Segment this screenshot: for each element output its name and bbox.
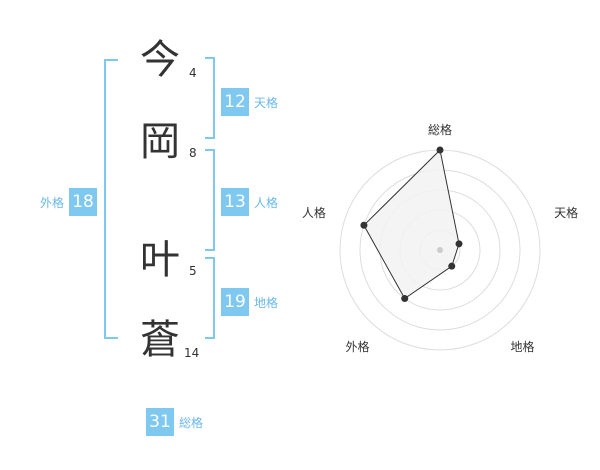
chikaku-bracket	[205, 257, 215, 339]
soukaku-badge: 31 総格	[146, 408, 203, 436]
chikaku-value: 19	[221, 288, 249, 316]
radar-axis-label-1: 総格	[428, 122, 452, 137]
gaikaku-bracket	[104, 59, 118, 339]
tenkaku-value: 12	[221, 88, 249, 116]
tenkaku-bracket	[205, 57, 215, 139]
radar-axis-label-2: 天格	[554, 205, 578, 220]
tenkaku-label: 天格	[254, 95, 279, 110]
radar-axis-label-3: 地格	[511, 339, 535, 354]
tenkaku-badge: 12 天格	[221, 88, 278, 116]
soukaku-value: 31	[146, 408, 174, 436]
chikaku-badge: 19 地格	[221, 288, 278, 316]
name-char-2: 岡	[140, 119, 180, 165]
jinkaku-badge: 13 人格	[221, 188, 278, 216]
radar-axis-label-4: 外格	[345, 339, 369, 354]
stroke-count-2: 8	[189, 146, 197, 160]
radar-point-1	[436, 146, 444, 154]
stroke-count-1: 4	[189, 66, 197, 80]
stroke-count-3: 5	[189, 264, 197, 278]
name-char-1: 今	[140, 37, 180, 83]
gaikaku-badge: 外格 18	[40, 188, 98, 216]
name-char-4: 蒼	[140, 317, 180, 363]
stroke-count-4: 14	[184, 346, 200, 360]
radar-point-4	[401, 295, 409, 303]
radar-axis-label-5: 人格	[302, 205, 326, 220]
radar-area	[363, 148, 460, 300]
soukaku-label: 総格	[179, 415, 204, 430]
radar-point-3	[448, 262, 456, 270]
jinkaku-value: 13	[221, 188, 249, 216]
gaikaku-label: 外格	[40, 195, 65, 210]
chikaku-label: 地格	[254, 295, 279, 310]
radar-center	[437, 247, 443, 253]
gaikaku-value: 18	[69, 188, 98, 216]
jinkaku-bracket	[205, 149, 215, 251]
jinkaku-label: 人格	[254, 195, 279, 210]
radar-point-5	[360, 221, 368, 229]
radar-point-2	[455, 240, 463, 248]
name-char-3: 叶	[140, 237, 180, 283]
